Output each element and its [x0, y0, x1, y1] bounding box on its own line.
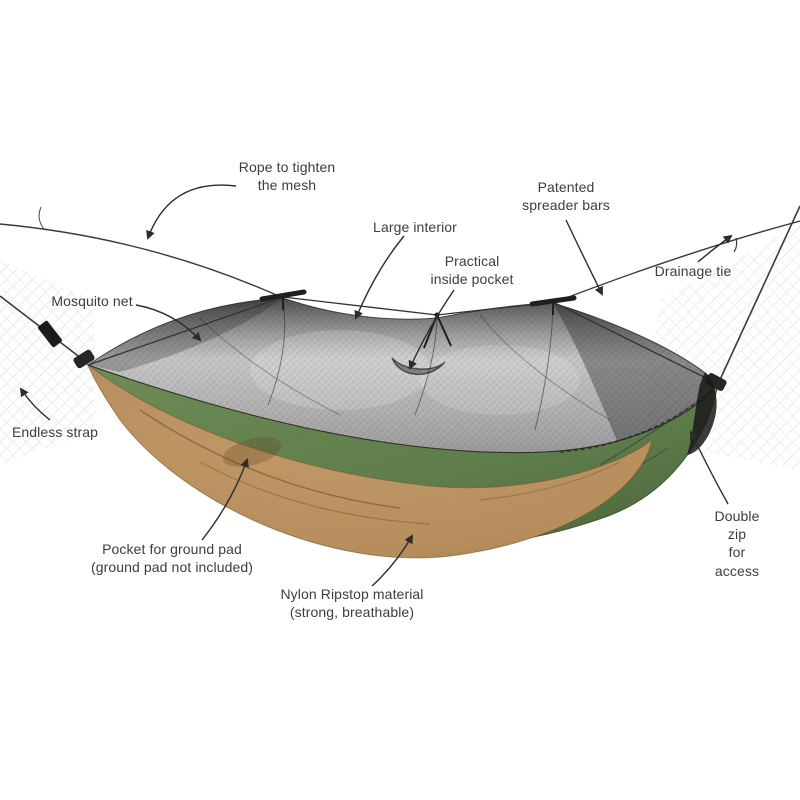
- double-zip-line: [559, 387, 715, 453]
- drainage-tie-mark: [733, 237, 738, 253]
- suspension-rope-right: [717, 205, 800, 385]
- arrow-large-interior: [354, 235, 405, 320]
- left-hatch-texture: [0, 260, 95, 465]
- label-rope-to-tighten: Rope to tighten the mesh: [238, 159, 336, 194]
- arrow-endless-strap: [19, 387, 51, 421]
- center-hanger-cord: [436, 314, 452, 347]
- label-nylon-ripstop: Nylon Ripstop material (strong, breathab…: [280, 586, 424, 621]
- hammock-fabric-brown: [86, 363, 653, 559]
- arrow-ground-pad-pocket: [201, 458, 249, 541]
- label-pocket-for-ground-pad: Pocket for ground pad (ground pad not in…: [90, 541, 254, 576]
- spreader-bar-left: [259, 289, 307, 302]
- arrow-mosquito-net: [135, 304, 202, 342]
- arrow-double-zip: [689, 430, 729, 505]
- arrow-rope-to-tighten: [146, 184, 237, 240]
- label-endless-strap: Endless strap: [11, 424, 99, 440]
- brown-fold-line: [139, 409, 401, 509]
- brown-fold-line: [479, 461, 621, 501]
- callout-arrows: [19, 184, 733, 587]
- loose-string: [38, 206, 45, 230]
- endless-strap: [38, 320, 62, 348]
- brown-fold-line: [199, 461, 431, 525]
- right-tip-knot: [705, 373, 727, 391]
- label-practical-inside-pocket: Practical inside pocket: [430, 253, 514, 288]
- arrow-drainage-tie: [697, 234, 733, 263]
- label-patented-spreader-bars: Patented spreader bars: [522, 179, 610, 214]
- mesh-detail-group: [88, 298, 718, 453]
- arrow-spreader-bars: [565, 219, 603, 296]
- mesh-net-texture: [88, 298, 718, 453]
- label-large-interior: Large interior: [373, 219, 457, 235]
- left-tip-knot: [73, 349, 95, 369]
- mesh-ridge-rope-right: [552, 220, 800, 304]
- mesh-ridge-rope-left: [0, 223, 284, 299]
- label-mosquito-net: Mosquito net: [51, 293, 133, 309]
- label-double-zip: Double zip for access: [714, 508, 760, 579]
- ground-pad-pocket-dimple: [222, 437, 282, 467]
- arrow-ripstop-material: [371, 534, 413, 587]
- arrow-inside-pocket: [408, 289, 455, 370]
- label-drainage-tie: Drainage tie: [654, 263, 732, 279]
